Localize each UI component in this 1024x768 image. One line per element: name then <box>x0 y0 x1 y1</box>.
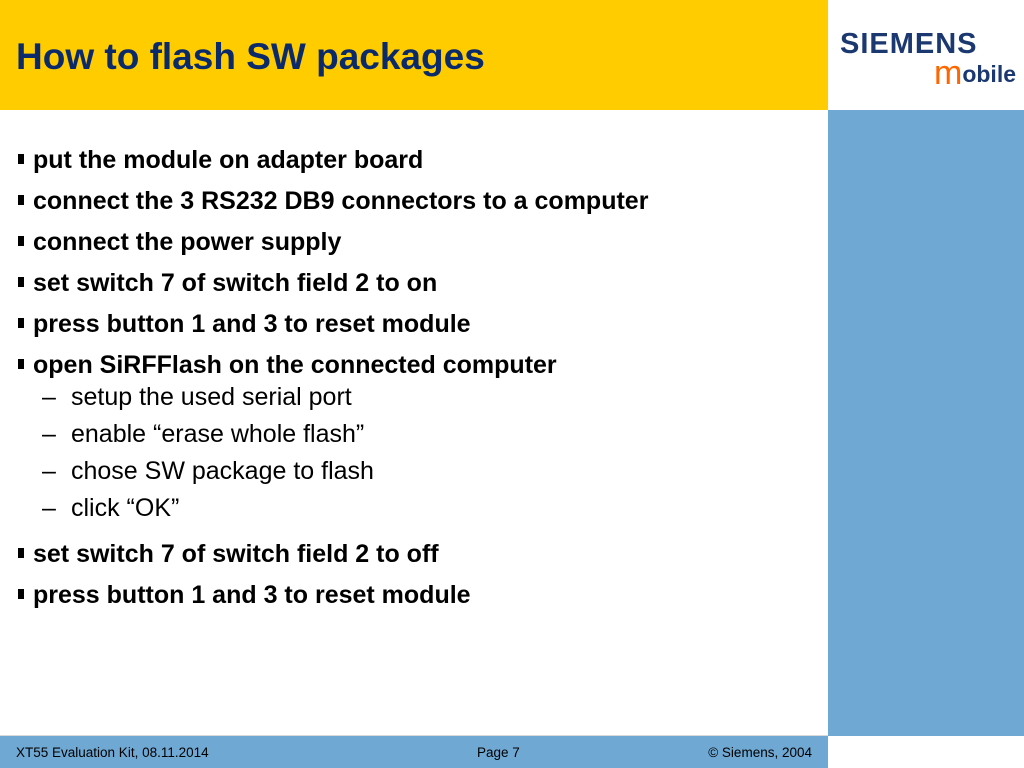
sub-bullet-text: chose SW package to flash <box>71 457 374 485</box>
bullet-icon <box>18 195 24 205</box>
logo-mobile-text: mobile <box>934 56 1016 90</box>
bullet-text: open SiRFFlash on the connected computer <box>33 351 557 379</box>
bullet-text: press button 1 and 3 to reset module <box>33 581 471 609</box>
bullet-icon <box>18 318 24 328</box>
bullet-item: connect the power supply <box>18 228 341 257</box>
siemens-mobile-logo: SIEMENS mobile <box>828 0 1024 110</box>
bullet-icon <box>18 236 24 246</box>
bullet-icon <box>18 589 24 599</box>
slide-title: How to flash SW packages <box>16 36 485 77</box>
bullet-icon <box>18 359 24 369</box>
bullet-icon <box>18 154 24 164</box>
bullet-text: set switch 7 of switch field 2 to on <box>33 269 438 297</box>
sub-bullet-text: click “OK” <box>71 494 180 522</box>
bullet-item: press button 1 and 3 to reset module <box>18 581 471 610</box>
bullet-text: set switch 7 of switch field 2 to off <box>33 540 439 568</box>
footer-page-number: Page 7 <box>477 745 520 760</box>
side-panel <box>828 110 1024 736</box>
sub-bullet-item: –enable “erase whole flash” <box>42 420 364 449</box>
footer-bar: XT55 Evaluation Kit, 08.11.2014 Page 7 ©… <box>0 736 828 768</box>
bullet-item: press button 1 and 3 to reset module <box>18 310 471 339</box>
footer-logo-spacer <box>828 736 1024 768</box>
logo-brand-text: SIEMENS <box>840 28 978 60</box>
bullet-item: connect the 3 RS232 DB9 connectors to a … <box>18 187 648 216</box>
sub-bullet-item: –click “OK” <box>42 494 179 523</box>
bullet-item: set switch 7 of switch field 2 to off <box>18 540 439 569</box>
bullet-item: set switch 7 of switch field 2 to on <box>18 269 437 298</box>
slide-content: put the module on adapter board connect … <box>0 110 828 736</box>
sub-bullet-text: enable “erase whole flash” <box>71 420 365 448</box>
logo-mobile-rest: obile <box>962 61 1016 87</box>
sub-bullet-item: –setup the used serial port <box>42 383 352 412</box>
bullet-text: connect the 3 RS232 DB9 connectors to a … <box>33 187 649 215</box>
bullet-icon <box>18 548 24 558</box>
bullet-item: open SiRFFlash on the connected computer <box>18 351 557 380</box>
bullet-text: connect the power supply <box>33 228 342 256</box>
sub-bullet-item: –chose SW package to flash <box>42 457 374 486</box>
dash-icon: – <box>42 420 56 448</box>
dash-icon: – <box>42 494 56 522</box>
dash-icon: – <box>42 383 56 411</box>
sub-bullet-text: setup the used serial port <box>71 383 352 411</box>
bullet-item: put the module on adapter board <box>18 146 423 175</box>
bullet-text: press button 1 and 3 to reset module <box>33 310 471 338</box>
bullet-text: put the module on adapter board <box>33 146 424 174</box>
dash-icon: – <box>42 457 56 485</box>
footer-copyright: © Siemens, 2004 <box>708 745 812 760</box>
logo-mobile-m: m <box>934 54 963 92</box>
bullet-icon <box>18 277 24 287</box>
footer-document-info: XT55 Evaluation Kit, 08.11.2014 <box>16 745 209 760</box>
title-bar: How to flash SW packages <box>0 0 828 110</box>
